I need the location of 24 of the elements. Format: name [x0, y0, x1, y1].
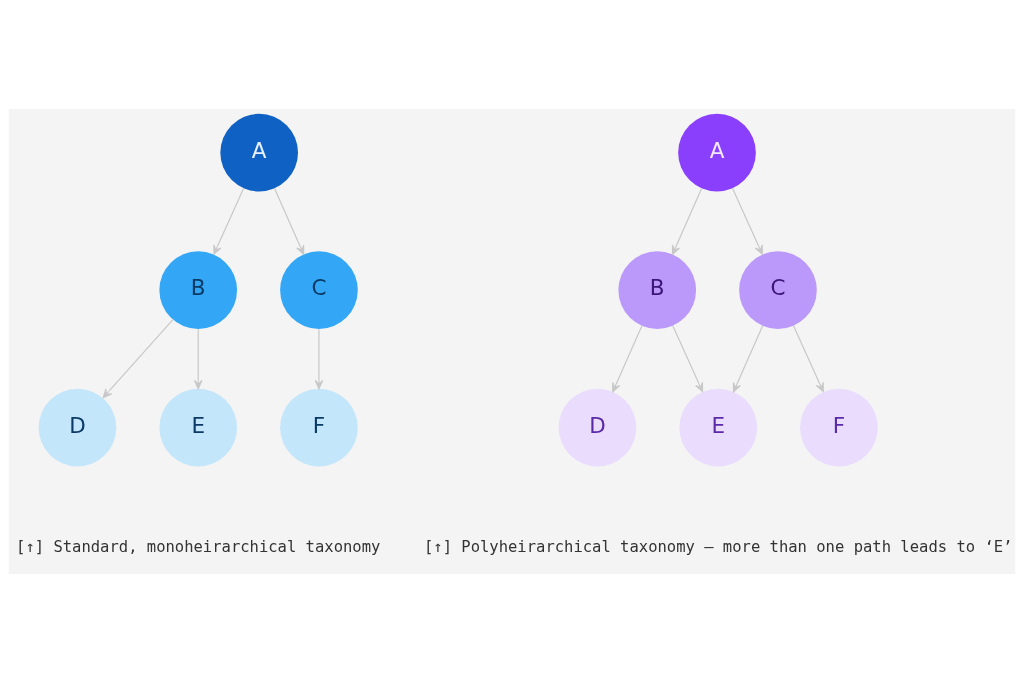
node-circle: F [800, 388, 878, 467]
node-circle: E [679, 388, 758, 467]
node-circle: B [618, 251, 697, 329]
node-circle: C [280, 251, 358, 329]
label: [↑] Standard, monoheirarchical taxonomy [16, 537, 381, 556]
node-circle: F [280, 388, 358, 467]
arrow [672, 325, 704, 393]
arrow [792, 325, 824, 393]
node-circle: B [159, 251, 238, 329]
label: [↑] Polyheirarchical taxonomy — more than one path leads to ‘E’ [423, 537, 1013, 556]
arrow [273, 188, 305, 255]
arrow [314, 328, 324, 390]
arrow [671, 188, 703, 255]
node-circle: C [739, 251, 817, 329]
node-circle: D [558, 388, 637, 467]
arrow [732, 325, 764, 393]
node-circle: E [159, 388, 238, 467]
arrow [213, 187, 245, 255]
arrow [612, 325, 643, 393]
arrow [731, 187, 763, 255]
arrow [102, 319, 174, 399]
arrow [193, 328, 203, 390]
node-circle: A [220, 113, 299, 192]
node-circle: A [678, 113, 756, 192]
